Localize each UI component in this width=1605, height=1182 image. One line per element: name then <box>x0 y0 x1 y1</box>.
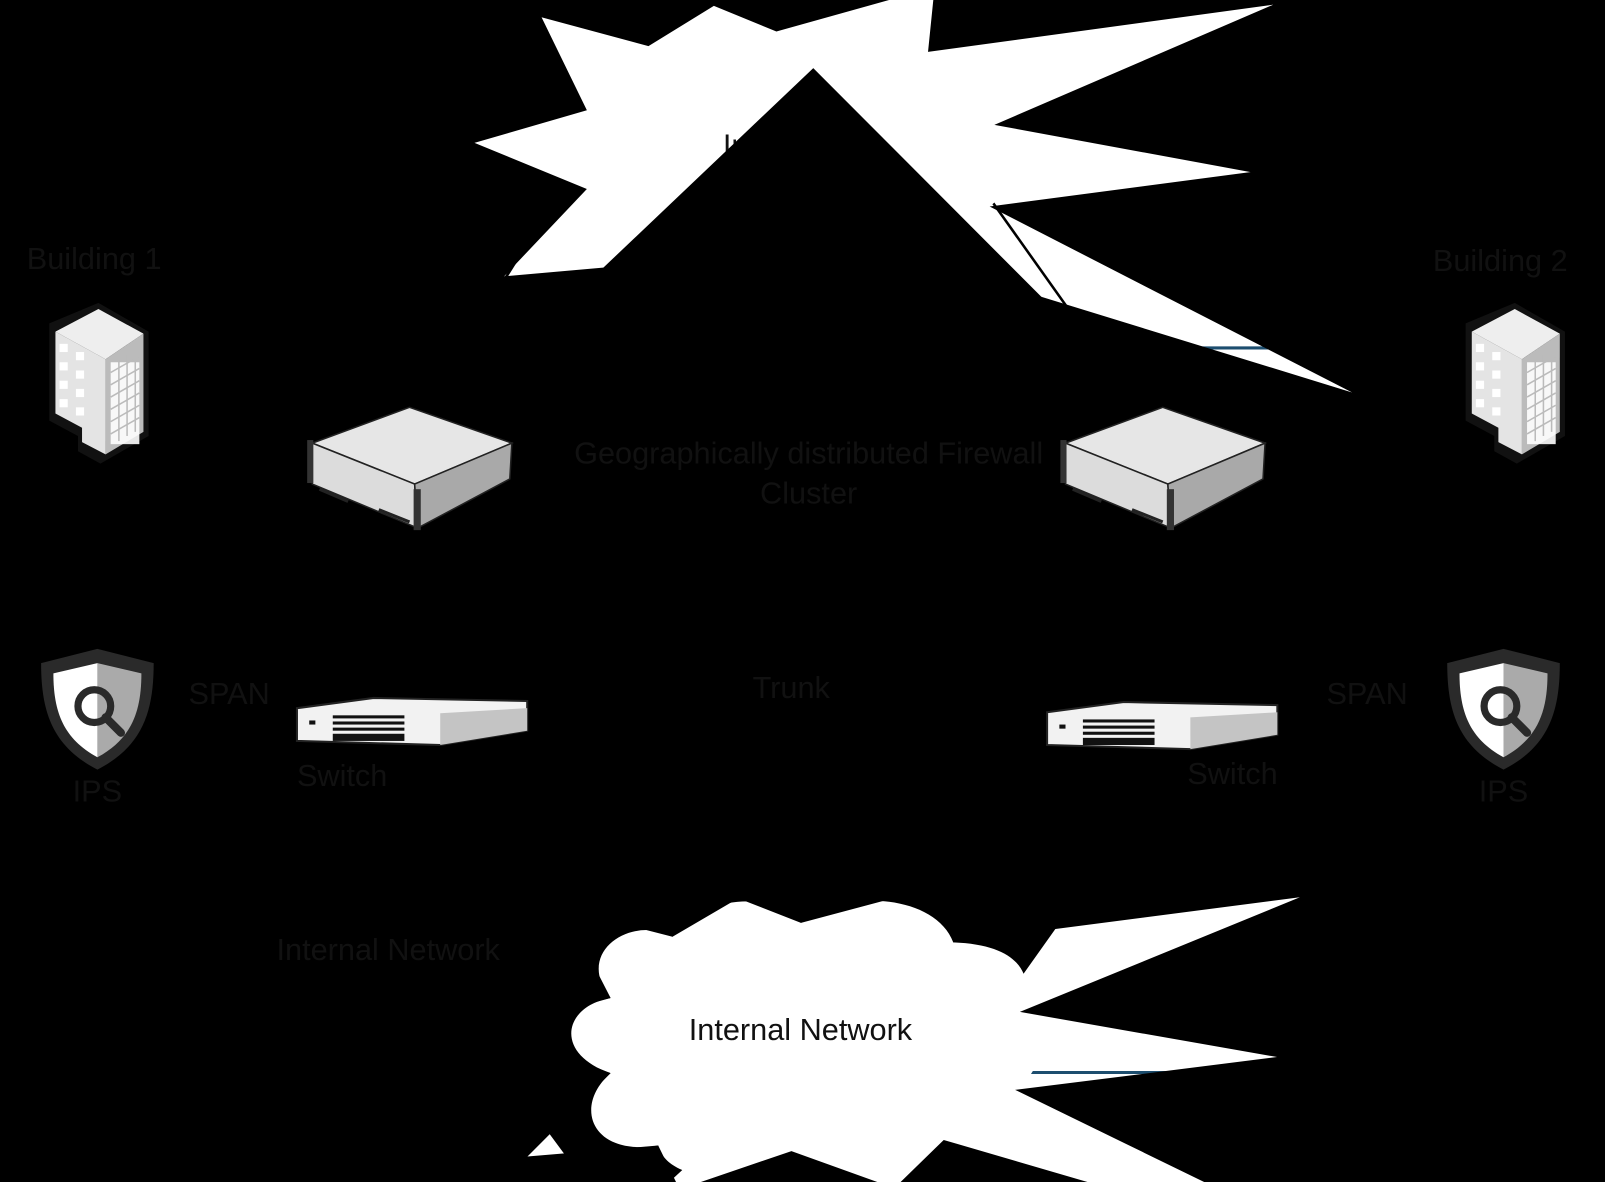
switch-left-label: Switch <box>297 758 387 793</box>
cluster-label-line1: Geographically distributed Firewall <box>574 436 1043 471</box>
firewall-cluster-box <box>283 388 1291 546</box>
ips-right-label: IPS <box>1479 773 1528 808</box>
internal-network-side-label: Internal Network <box>276 932 500 967</box>
internal-network-label: Internal Network <box>689 1012 913 1047</box>
ips-left-label: IPS <box>73 773 122 808</box>
span-right-label: SPAN <box>1326 676 1407 711</box>
trunk-label: Trunk <box>753 670 831 705</box>
building-1-label: Building 1 <box>27 241 162 276</box>
switch-right-label: Switch <box>1187 756 1277 791</box>
cluster-label-line2: Cluster <box>760 476 857 511</box>
internal-network-cloud: Internal Network <box>571 901 1039 1177</box>
building-2-label: Building 2 <box>1433 243 1568 278</box>
span-left-label: SPAN <box>188 676 269 711</box>
